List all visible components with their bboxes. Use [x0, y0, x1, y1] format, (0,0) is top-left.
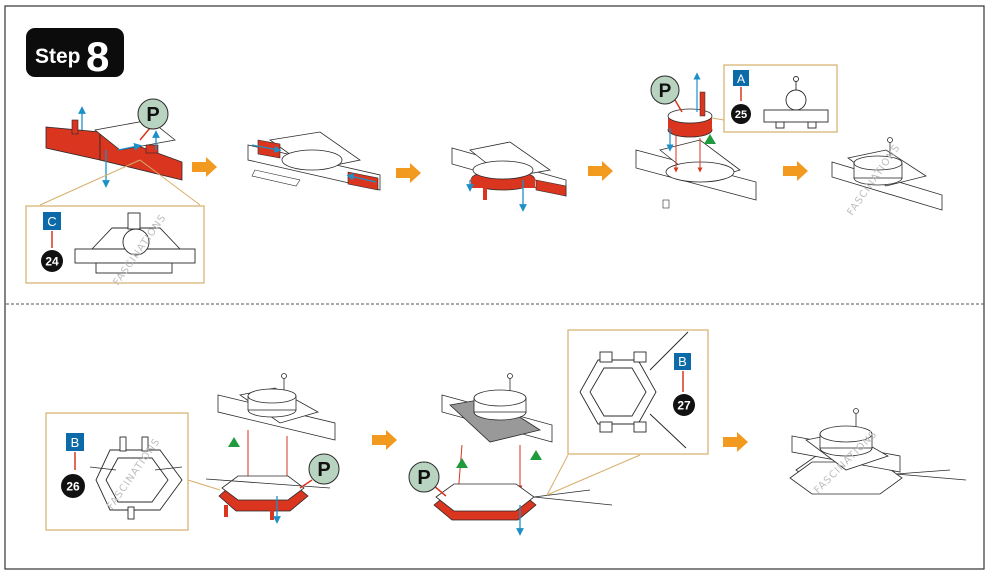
- p-label-3: P: [317, 459, 330, 481]
- p-label-4: P: [417, 467, 430, 489]
- inset-b-26: B 26 FASCINATIONS: [45, 412, 221, 531]
- top-fig-3: [451, 141, 567, 212]
- badge-c: C: [47, 214, 56, 229]
- flow-arrow-2: [396, 163, 421, 183]
- top-fig-4: [635, 72, 757, 209]
- top-fig-1: [39, 106, 201, 206]
- inset-a: A 25: [723, 64, 838, 133]
- p-bubble-4: P: [408, 461, 447, 497]
- p-bubble-2: P: [650, 75, 683, 113]
- outer-frame: [4, 5, 985, 570]
- inset-c: C 24 FASCINATIONS: [25, 205, 205, 288]
- bottom-fig-3: FASCINATIONS: [789, 408, 967, 496]
- top-fig-2: [247, 131, 381, 191]
- inset-b-27: B 27: [567, 329, 709, 455]
- part-number-26: 26: [66, 480, 80, 494]
- badge-a: A: [737, 72, 745, 86]
- badge-b-27: B: [678, 354, 687, 369]
- top-fig-5: FASCINATIONS: [831, 137, 943, 218]
- p-label-2: P: [659, 81, 672, 102]
- step-word: Step: [35, 45, 81, 68]
- p-label-1: P: [146, 104, 159, 126]
- flow-arrow-4: [783, 161, 808, 181]
- flow-arrow-1: [192, 157, 217, 177]
- part-number-25: 25: [735, 109, 747, 121]
- flow-arrow-3: [588, 161, 613, 181]
- part-number-27: 27: [677, 399, 691, 413]
- part-number-24: 24: [45, 255, 59, 269]
- badge-b-26: B: [71, 435, 80, 450]
- bottom-fig-2: [433, 373, 641, 536]
- flow-arrow-5: [372, 430, 397, 450]
- p-bubble-3: P: [299, 453, 340, 489]
- bottom-fig-1: [205, 373, 336, 524]
- step-badge: Step 8: [26, 28, 124, 80]
- flow-arrow-6: [723, 432, 748, 452]
- step-number: 8: [86, 33, 109, 80]
- p-bubble-1: P: [137, 98, 169, 141]
